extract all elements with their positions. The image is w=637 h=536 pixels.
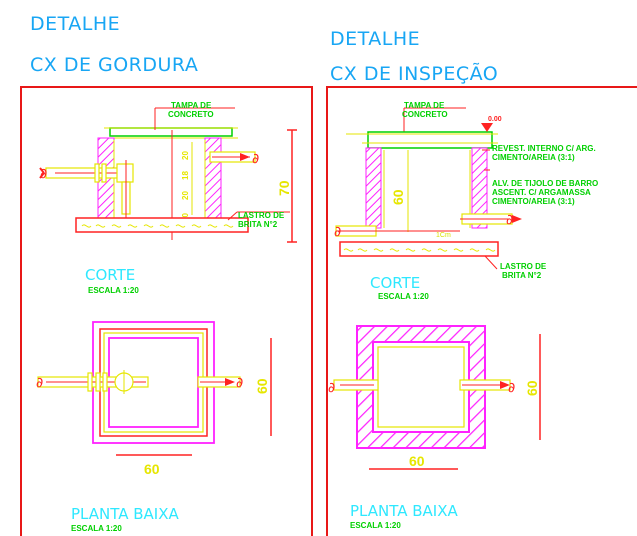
- svg-text:∂: ∂: [506, 212, 513, 228]
- right-slope-dim: 1Cm: [436, 232, 451, 239]
- right-revest-2: CIMENTO/AREIA (3:1): [492, 153, 575, 162]
- right-level-mark: 0.00: [488, 116, 502, 123]
- right-alv-1: ALV. DE TIJOLO DE BARRO: [492, 179, 598, 188]
- gravel-texture: [81, 224, 234, 228]
- right-revest-1: REVEST. INTERNO C/ ARG.: [492, 144, 596, 153]
- svg-text:∂: ∂: [36, 375, 43, 391]
- right-gravel-base: [339, 241, 499, 257]
- left-wall-right: [204, 137, 222, 219]
- svg-text:∂: ∂: [508, 380, 515, 396]
- wall-dim-3: 20: [181, 191, 190, 200]
- left-title-line2: CX DE GORDURA: [30, 54, 198, 76]
- right-height-dim: 60: [390, 189, 406, 205]
- svg-text:∂: ∂: [236, 375, 243, 391]
- right-planta-scale: ESCALA 1:20: [350, 521, 401, 530]
- right-plan-height-dim: 60: [524, 380, 540, 396]
- right-wall-left: [365, 147, 382, 229]
- left-lastro-label-1: LASTRO DE: [238, 211, 285, 220]
- svg-text:∂: ∂: [252, 151, 259, 167]
- left-sheet-frame: [20, 86, 313, 536]
- right-title-line2: CX DE INSPEÇÃO: [330, 62, 498, 85]
- left-tampa-label-1: TAMPA DE: [171, 101, 212, 110]
- left-planta-scale: ESCALA 1:20: [71, 524, 122, 533]
- left-planta-label: PLANTA BAIXA: [71, 505, 180, 523]
- wall-dim-2: 18: [181, 171, 190, 180]
- right-section-drawing: ∂ ∂: [334, 107, 522, 270]
- right-tampa-label-1: TAMPA DE: [404, 101, 445, 110]
- svg-text:∂: ∂: [328, 380, 335, 396]
- right-corte-label: CORTE: [370, 274, 420, 292]
- right-title-line1: DETALHE: [330, 28, 420, 50]
- left-corte-label: CORTE: [85, 266, 135, 284]
- right-lastro-label-2: BRITA N°2: [502, 271, 542, 280]
- wall-dim-1: 20: [181, 151, 190, 160]
- right-plan-width-dim: 60: [409, 453, 425, 469]
- left-plan-drawing: ∂ ∂: [36, 321, 272, 456]
- left-corte-scale: ESCALA 1:20: [88, 286, 139, 295]
- left-section-drawing: 20 18 20 20 ∂ ∂ 70: [39, 107, 297, 243]
- left-plan-width-dim: 60: [144, 461, 160, 477]
- right-sheet-frame: [326, 86, 637, 536]
- right-corte-scale: ESCALA 1:20: [378, 292, 429, 301]
- right-lastro-label-1: LASTRO DE: [500, 262, 547, 271]
- left-height-dim: 70: [276, 180, 292, 196]
- right-lid: [367, 131, 493, 149]
- left-plan-height-dim: 60: [254, 378, 270, 394]
- right-alv-2: ASCENT. C/ ARGAMASSA: [492, 188, 591, 197]
- left-tampa-label-2: CONCRETO: [168, 110, 214, 119]
- right-tampa-label-2: CONCRETO: [402, 110, 448, 119]
- left-lastro-label-2: BRITA N°2: [238, 220, 278, 229]
- right-planta-label: PLANTA BAIXA: [350, 502, 459, 520]
- svg-text:∂: ∂: [334, 224, 341, 240]
- right-wall-right: [471, 147, 488, 229]
- left-lid: [109, 127, 233, 137]
- right-plan-drawing: ∂ ∂: [328, 325, 541, 470]
- svg-text:∂: ∂: [40, 166, 47, 182]
- left-title-line1: DETALHE: [30, 13, 120, 35]
- right-alv-3: CIMENTO/AREIA (3:1): [492, 197, 575, 206]
